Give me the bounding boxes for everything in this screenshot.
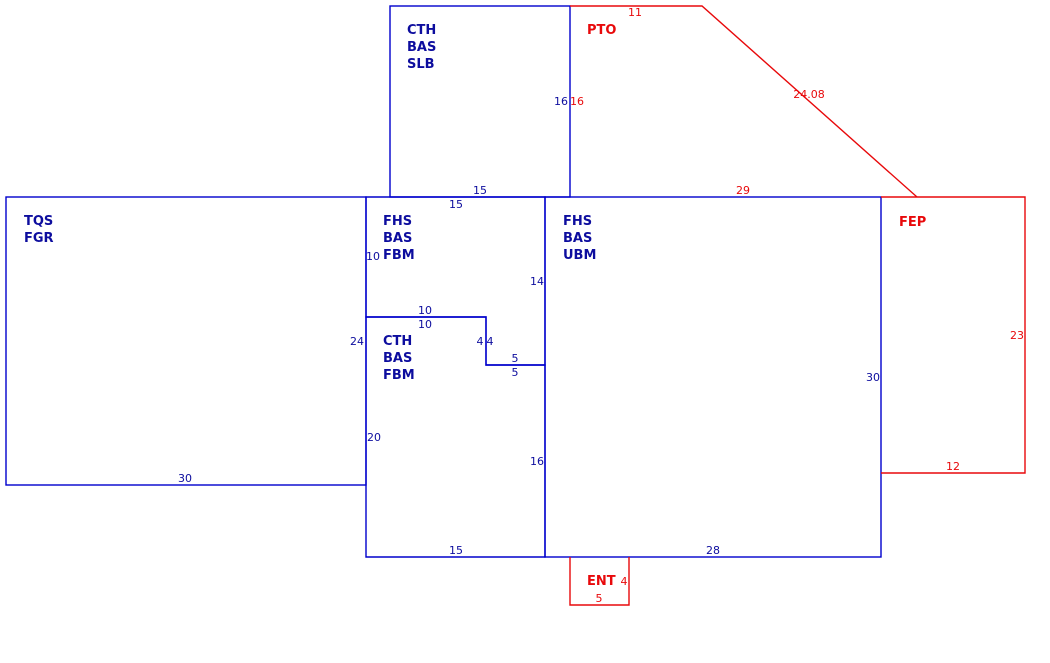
dim-right: 16	[530, 455, 544, 468]
dim-left: 20	[367, 431, 381, 444]
area-code-tqs: TQS	[24, 214, 53, 229]
area-code-fhs: FHS	[383, 214, 412, 229]
area-tqs-fgr[interactable]: TQS FGR 24 30	[5, 196, 367, 486]
dim-diagonal: 24.08	[793, 88, 825, 101]
area-tqs-fgr-outline	[5, 196, 367, 486]
dim-bottom: 29	[736, 184, 750, 197]
dim-bottom: 15	[449, 544, 463, 557]
dim-bottom: 28	[706, 544, 720, 557]
area-code-pto: PTO	[587, 23, 616, 38]
dim-top: 11	[628, 6, 642, 19]
dim-bottom: 30	[178, 472, 192, 485]
area-code-fep: FEP	[899, 215, 926, 230]
dim-right: 24	[350, 335, 364, 348]
area-code-fbm: FBM	[383, 248, 415, 263]
dim-bottom: 5	[596, 592, 603, 605]
area-code-cth: CTH	[407, 23, 436, 38]
area-cth-bas-slb[interactable]: CTH BAS SLB 15 16	[389, 5, 571, 198]
area-code-bas: BAS	[407, 40, 436, 55]
area-pto[interactable]: PTO 11 16 24.08 29	[570, 5, 918, 198]
area-code-fgr: FGR	[24, 231, 54, 246]
dim-top: 10	[418, 318, 432, 331]
area-cth-bas-fbm[interactable]: CTH BAS FBM 10 4 5 20 16 15	[365, 316, 546, 558]
area-code-fbm: FBM	[383, 368, 415, 383]
dim-right: 23	[1010, 329, 1024, 342]
dim-right: 4	[621, 575, 628, 588]
area-code-bas: BAS	[563, 231, 592, 246]
area-fhs-bas-ubm-outline	[544, 196, 882, 558]
dim-left: 16	[570, 95, 584, 108]
area-code-ubm: UBM	[563, 248, 596, 263]
area-code-cth: CTH	[383, 334, 412, 349]
area-code-bas: BAS	[383, 351, 412, 366]
area-code-slb: SLB	[407, 57, 435, 72]
dim-bottom: 15	[473, 184, 487, 197]
dim-notch-top: 10	[418, 304, 432, 317]
dim-right: 16	[554, 95, 568, 108]
area-pto-outline	[570, 5, 918, 198]
dim-right: 14	[530, 275, 544, 288]
dim-bottom: 12	[946, 460, 960, 473]
area-fep[interactable]: FEP 23 12	[881, 196, 1026, 474]
area-code-bas: BAS	[383, 231, 412, 246]
area-code-ent: ENT	[587, 574, 616, 589]
dim-left: 10	[366, 250, 380, 263]
area-ent-outline	[569, 557, 630, 606]
dim-notch-side: 4	[477, 335, 484, 348]
dim-notch-top: 5	[512, 366, 519, 379]
area-ent[interactable]: ENT 4 5	[569, 557, 630, 606]
area-fep-outline	[881, 196, 1026, 474]
dim-notch-bottom: 5	[512, 352, 519, 365]
dim-notch-side: 4	[487, 335, 494, 348]
area-code-fhs: FHS	[563, 214, 592, 229]
dim-right: 30	[866, 371, 880, 384]
dim-top: 15	[449, 198, 463, 211]
area-fhs-bas-ubm[interactable]: FHS BAS UBM 30 28	[544, 196, 882, 558]
